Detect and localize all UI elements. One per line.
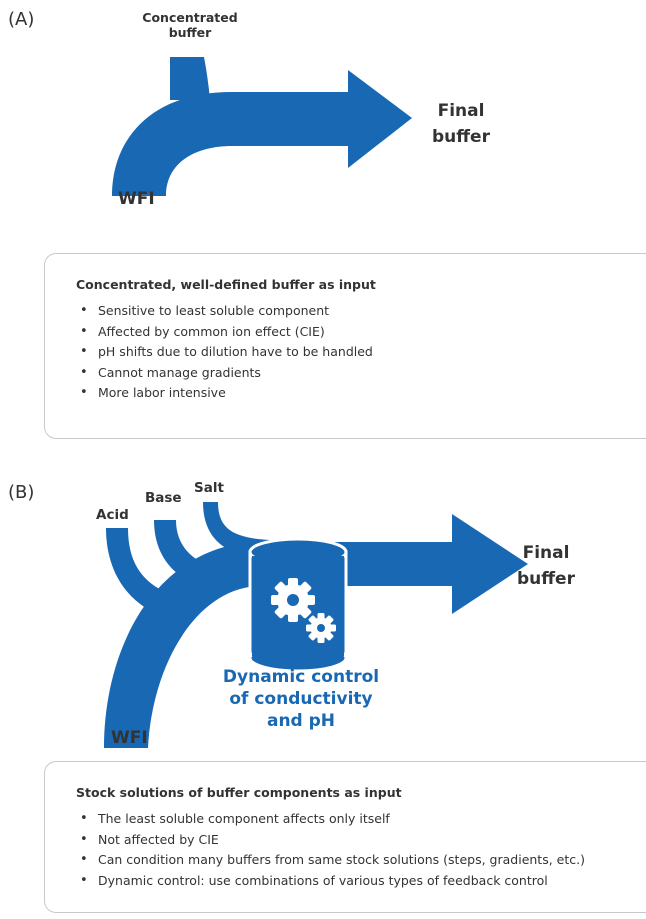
panel-b-box-title: Stock solutions of buffer components as … [76, 785, 402, 800]
list-item: The least soluble component affects only… [76, 809, 646, 830]
panel-b-wfi-label: WFI [111, 728, 148, 748]
list-item: Affected by common ion effect (CIE) [76, 322, 646, 343]
list-item: Sensitive to least soluble component [76, 301, 646, 322]
panel-b-flow-diagram [104, 502, 528, 748]
panel-a-mixing-arrow [112, 70, 412, 196]
panel-a-output-label: Final buffer [432, 101, 490, 147]
panel-a-label: (A) [8, 9, 35, 30]
panel-b-output-label: Final buffer [517, 543, 575, 589]
panel-b-label: (B) [8, 482, 35, 503]
gear-icon [306, 613, 336, 643]
panel-b-base-label: Base [145, 490, 182, 506]
panel-a-flow-diagram [112, 57, 412, 196]
panel-a-summary-box: Concentrated, well-defined buffer as inp… [44, 253, 646, 439]
list-item: Cannot manage gradients [76, 363, 646, 384]
list-item: pH shifts due to dilution have to be han… [76, 342, 646, 363]
panel-a-input-label: Concentrated buffer [142, 10, 238, 40]
gear-icon [271, 578, 315, 622]
panel-a-bullet-list: Sensitive to least soluble component Aff… [76, 301, 646, 404]
panel-b-mixing-arrow [104, 514, 528, 748]
panel-b-bullet-list: The least soluble component affects only… [76, 809, 646, 891]
controller-cylinder-icon [248, 537, 348, 673]
list-item: Can condition many buffers from same sto… [76, 850, 646, 871]
panel-a-concentrated-buffer-stream [170, 57, 210, 100]
panel-b-acid-label: Acid [96, 507, 129, 523]
panel-a-wfi-label: WFI [118, 189, 155, 209]
panel-b-control-label: Dynamic control of conductivity and pH [222, 667, 380, 731]
list-item: More labor intensive [76, 383, 646, 404]
panel-b-salt-label: Salt [194, 480, 224, 496]
list-item: Dynamic control: use combinations of var… [76, 871, 646, 892]
panel-b-summary-box: Stock solutions of buffer components as … [44, 761, 646, 913]
list-item: Not affected by CIE [76, 830, 646, 851]
panel-a-box-title: Concentrated, well-defined buffer as inp… [76, 277, 376, 292]
